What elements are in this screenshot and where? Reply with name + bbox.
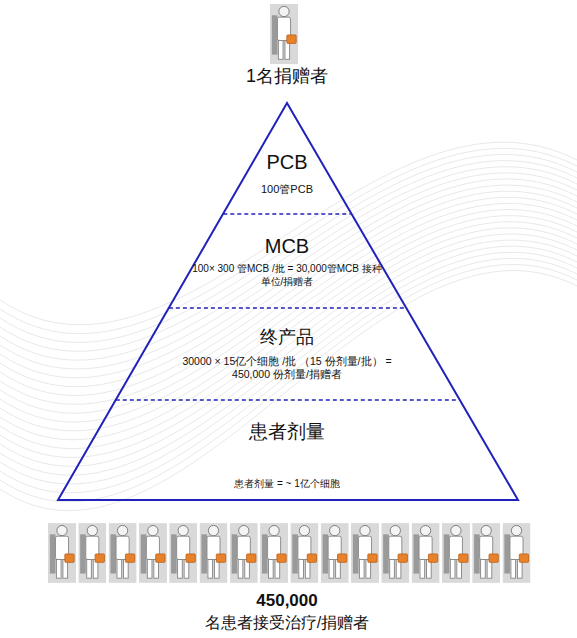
wave-line <box>0 271 577 511</box>
wave-line <box>0 228 577 449</box>
band-heading: PCB <box>232 150 342 175</box>
patient-icon <box>200 523 228 583</box>
wave-line <box>0 234 577 457</box>
donor-icon <box>270 4 298 64</box>
wave-line <box>0 258 577 493</box>
wave-line <box>0 246 577 475</box>
wave-line <box>0 179 577 378</box>
patient-icon <box>321 523 349 583</box>
wave-line <box>0 264 577 501</box>
band-body: 患者剂量 = ~ 1亿个细胞 <box>152 478 422 491</box>
patient-icon <box>442 523 470 583</box>
wave-line <box>0 197 577 404</box>
donor-label: 1名捐赠者 <box>246 64 328 88</box>
wave-line <box>0 167 577 360</box>
patient-icon <box>503 523 531 583</box>
wave-line <box>0 203 577 413</box>
patient-icons <box>48 523 531 583</box>
patient-icon <box>381 523 409 583</box>
wave-line <box>0 191 577 395</box>
patient-icon <box>109 523 137 583</box>
patient-icon <box>260 523 288 583</box>
patient-icon <box>230 523 258 583</box>
patient-icon <box>139 523 167 583</box>
pyramid-band: 患者剂量患者剂量 = ~ 1亿个细胞 <box>152 420 422 490</box>
pyramid-outline <box>58 103 518 500</box>
pyramid-band: PCB 100管PCB <box>232 150 342 197</box>
band-body: 30000 × 15亿个细胞 /批 （15 份剂量/批） = 450,000 份… <box>162 355 412 381</box>
patient-icon <box>351 523 379 583</box>
patient-icon <box>78 523 106 583</box>
patient-icon <box>169 523 197 583</box>
band-dividers <box>116 214 458 400</box>
patient-icon <box>472 523 500 583</box>
wave-line <box>0 142 577 325</box>
wave-line <box>0 185 577 387</box>
band-heading: MCB <box>192 234 382 259</box>
patient-label: 名患者接受治疗/捐赠者 <box>205 613 369 634</box>
patient-count: 450,000 <box>256 591 317 611</box>
band-body: 100× 300 管MCB /批 = 30,000管MCB 接种单位/捐赠者 <box>192 263 382 288</box>
wave-line <box>0 240 577 466</box>
band-heading: 患者剂量 <box>152 420 422 444</box>
patient-icon <box>290 523 318 583</box>
band-heading: 终产品 <box>162 326 412 349</box>
wave-line <box>0 222 577 440</box>
background-waves <box>0 142 577 510</box>
wave-line <box>0 173 577 369</box>
pyramid-band: 终产品 30000 × 15亿个细胞 /批 （15 份剂量/批） = 450,00… <box>162 326 412 381</box>
patient-icon <box>48 523 76 583</box>
wave-line <box>0 154 577 342</box>
pyramid-band: MCB 100× 300 管MCB /批 = 30,000管MCB 接种单位/捐赠… <box>192 234 382 288</box>
wave-line <box>0 148 577 333</box>
patient-icon <box>412 523 440 583</box>
band-body: 100管PCB <box>232 183 342 197</box>
